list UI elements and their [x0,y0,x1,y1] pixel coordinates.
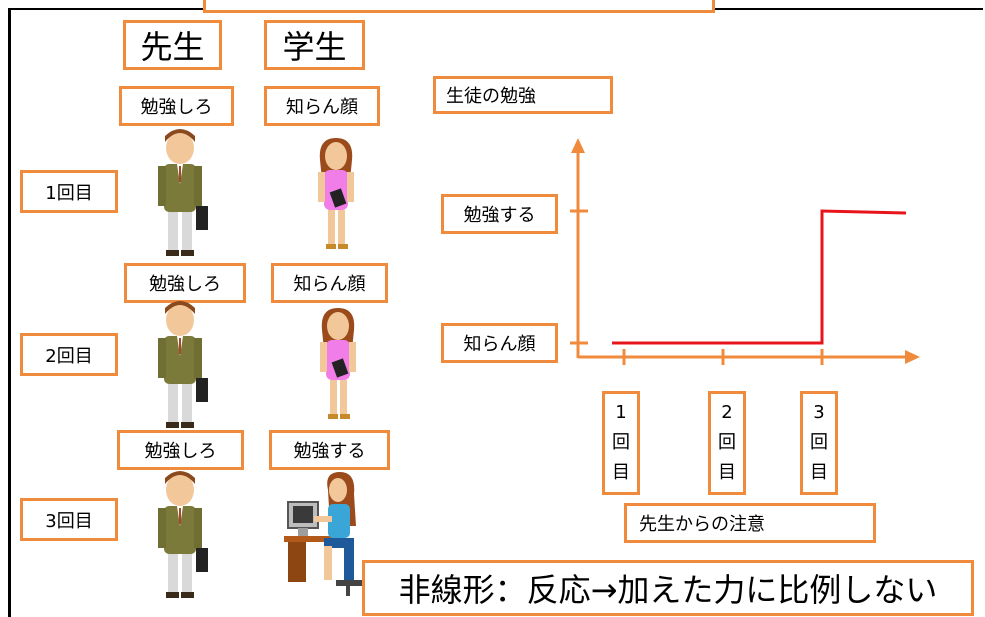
student-figure-1 [318,138,354,249]
teacher-says-1-text: 勉強しろ [140,97,213,118]
teacher-figure-3 [158,471,208,598]
row-label-3: 3回目 [20,498,118,541]
graph-x-title-text: 先生からの注意 [639,514,765,535]
x-tick-label-1: 1 回 目 [602,391,640,495]
graph-y-title: 生徒の勉強 [433,76,613,114]
row-label-2-text: 2回目 [45,345,93,367]
y-level-high: 勉強する [441,194,558,234]
y-level-low: 知らん顔 [441,323,558,363]
x-tick-label-3-char-1: 3 [813,402,825,424]
row-label-1-text: 1回目 [45,182,93,204]
x-axis-arrow [905,350,920,364]
x-tick-label-2-char-1: 2 [721,402,733,424]
row-label-1: 1回目 [20,170,118,213]
student-at-computer-figure [284,472,362,596]
x-tick-label-2-char-3: 目 [718,462,736,484]
teacher-figure-1 [158,129,208,256]
student-reacts-1: 知らん顔 [264,86,380,126]
graph-y-title-text: 生徒の勉強 [446,86,536,107]
y-level-high-text: 勉強する [463,205,536,226]
student-reacts-3-text: 勉強する [293,441,366,462]
x-tick-label-1-char-1: 1 [615,402,627,424]
header-student: 学生 [264,20,365,70]
row-label-3-text: 3回目 [45,510,93,532]
x-tick-label-1-char-3: 目 [612,462,630,484]
teacher-says-2-text: 勉強しろ [149,274,221,295]
x-tick-label-2: 2 回 目 [708,391,746,495]
student-reacts-3: 勉強する [269,430,390,470]
top-title-box [203,0,715,13]
student-reacts-2-text: 知らん顔 [293,274,366,295]
teacher-says-3: 勉強しろ [117,430,244,470]
student-figure-2 [320,308,356,419]
caption-text: 非線形：反応→加えた力に比例しない [398,571,938,609]
teacher-says-3-text: 勉強しろ [144,441,217,462]
teacher-says-2: 勉強しろ [124,263,246,303]
student-reacts-2: 知らん顔 [271,263,388,303]
x-tick-label-2-char-2: 回 [718,432,736,454]
graph-axes [570,138,920,365]
caption-box: 非線形：反応→加えた力に比例しない [362,560,974,616]
x-tick-label-1-char-2: 回 [612,432,630,454]
y-level-low-text: 知らん顔 [463,334,536,355]
x-tick-label-3-char-3: 目 [810,462,828,484]
header-teacher: 先生 [123,20,222,70]
teacher-figure-2 [158,301,208,428]
x-tick-label-3-char-2: 回 [810,432,828,454]
y-axis-arrow [571,138,585,153]
teacher-says-1: 勉強しろ [119,86,234,126]
student-reacts-1-text: 知らん顔 [286,97,358,118]
response-line [612,209,907,345]
header-teacher-text: 先生 [140,28,205,66]
graph-x-title: 先生からの注意 [624,503,876,543]
x-tick-label-3: 3 回 目 [800,391,838,495]
row-label-2: 2回目 [20,333,118,376]
header-student-text: 学生 [282,28,347,66]
